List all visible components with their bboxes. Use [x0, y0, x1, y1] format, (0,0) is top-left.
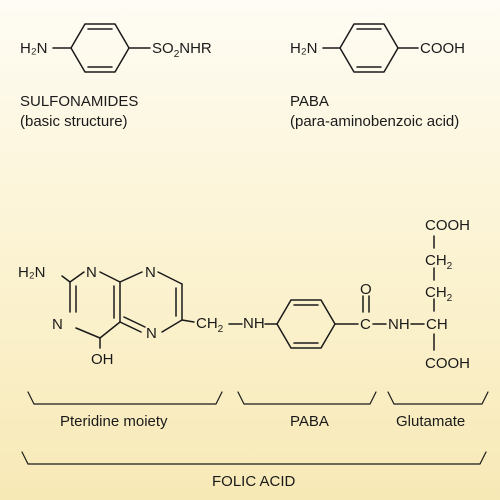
- sulfonamide-amino-group: H₂N: [20, 40, 48, 57]
- amine-link: NH: [243, 315, 265, 332]
- pteridine-label: Pteridine moiety: [60, 413, 168, 430]
- paba-structure: H₂N COOH PABA (para-aminobenzoic acid): [290, 23, 465, 130]
- folic-paba-benzene-ring: [276, 299, 336, 349]
- pteridine-n5: N: [146, 325, 157, 342]
- glutamate-top-cooh: COOH: [425, 217, 470, 234]
- pteridine-hydroxyl: OH: [91, 351, 114, 368]
- pteridine-n8: N: [145, 264, 156, 281]
- carbonyl-oxygen: O: [360, 281, 372, 298]
- paba-subcaption: (para-aminobenzoic acid): [290, 113, 459, 130]
- folic-acid-structure: H₂N N N N N OH CH2 NH C O NH CH: [18, 217, 470, 372]
- sulfonamide-so2nhr-group: SO2NHR: [152, 40, 212, 60]
- sulfonamides-caption: SULFONAMIDES: [20, 93, 138, 110]
- sulfonamide-benzene-ring: [70, 23, 130, 73]
- glutamate-ch2-a: CH2: [425, 252, 453, 272]
- pteridine-n3: N: [52, 316, 63, 333]
- glutamate-chain: CH2 CH2 COOH COOH: [425, 217, 470, 372]
- pteridine-ring: H₂N N N N N OH: [18, 264, 183, 368]
- glutamate-ch2-b: CH2: [425, 284, 453, 304]
- pteridine-n1: N: [86, 264, 97, 281]
- paba-carboxyl-group: COOH: [420, 40, 465, 57]
- folic-acid-bracket: FOLIC ACID: [21, 451, 487, 490]
- paba-bracket: PABA: [237, 391, 377, 430]
- carbonyl-carbon: C: [360, 316, 371, 333]
- glutamate-bottom-cooh: COOH: [425, 355, 470, 372]
- pteridine-bracket: Pteridine moiety: [27, 391, 223, 430]
- amide-nh: NH: [388, 316, 410, 333]
- paba-benzene-ring: [339, 23, 399, 73]
- sulfonamides-subcaption: (basic structure): [20, 113, 128, 130]
- alpha-carbon: CH: [426, 316, 448, 333]
- sulfonamide-structure: H₂N SO2NHR SULFONAMIDES (basic structure…: [20, 23, 212, 130]
- paba-label: PABA: [290, 413, 329, 430]
- methylene-group: CH2: [196, 315, 224, 335]
- pteridine-amino-group: H₂N: [18, 264, 46, 281]
- glutamate-bracket: Glutamate: [387, 391, 489, 430]
- paba-caption: PABA: [290, 93, 329, 110]
- paba-amino-group: H₂N: [290, 40, 318, 57]
- glutamate-label: Glutamate: [396, 413, 465, 430]
- folic-acid-label: FOLIC ACID: [212, 473, 296, 490]
